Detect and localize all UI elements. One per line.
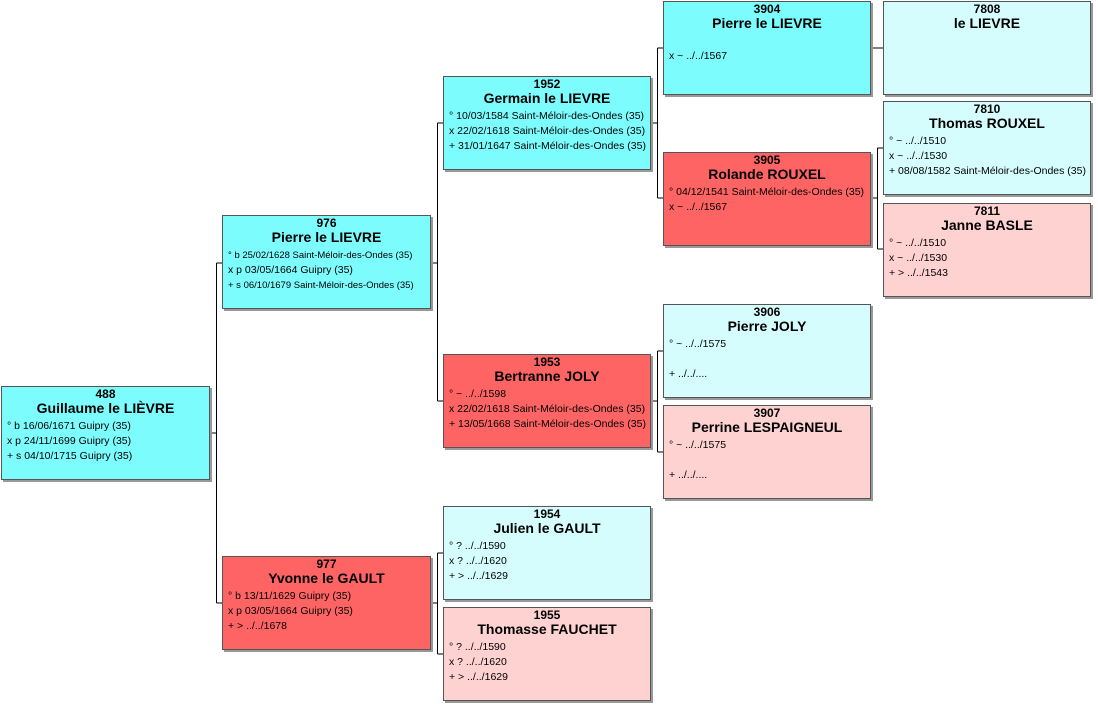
marriage-line [669,352,870,367]
marriage-line: x ~ ../../1567 [669,201,728,213]
sosa-number: 3904 [753,2,781,16]
marriage-line: x p 03/05/1664 Guipry (35) [228,264,353,276]
death-line: + > ../../1678 [228,620,287,632]
birth-line: ° ~ ../../1575 [669,338,727,350]
death-line: + ../../.... [669,469,708,481]
person-card-1954[interactable]: 1954 Julien le GAULT ° ? ../../1590 x ? … [443,506,651,600]
person-name: Bertranne JOLY [494,368,600,384]
marriage-line: x 22/02/1618 Saint-Méloir-des-Ondes (35) [449,125,646,137]
marriage-line: x ~ ../../1530 [889,252,948,264]
marriage-line: x p 24/11/1699 Guipry (35) [7,435,132,447]
person-card-1955[interactable]: 1955 Thomasse FAUCHET ° ? ../../1590 x ?… [443,607,651,701]
birth-line: ° 10/03/1584 Saint-Méloir-des-Ondes (35) [449,110,645,122]
person-card-1953[interactable]: 1953 Bertranne JOLY ° ~ ../../1598 x 22/… [443,354,651,448]
sosa-number: 977 [316,557,337,571]
connector-1952 [651,47,663,199]
birth-line: ° b 13/11/1629 Guipry (35) [228,590,352,602]
person-card-3906[interactable]: 3906 Pierre JOLY ° ~ ../../1575 + ../../… [663,304,871,398]
sosa-number: 1953 [533,355,561,369]
sosa-number: 976 [316,216,337,230]
death-line: + > ../../1629 [449,671,508,683]
birth-line: ° 04/12/1541 Saint-Méloir-des-Ondes (35) [669,186,865,198]
death-line: + 31/01/1647 Saint-Méloir-des-Ondes (35) [449,140,646,152]
connector-3905 [871,147,883,250]
person-name: Perrine LESPAIGNEUL [691,419,843,435]
sosa-number: 1954 [533,507,561,521]
marriage-line: x p 03/05/1664 Guipry (35) [228,605,353,617]
death-line: + s 04/10/1715 Guipry (35) [7,450,133,462]
sosa-number: 488 [95,387,116,401]
birth-line: ° ? ../../1590 [449,540,506,552]
death-line [669,215,870,230]
death-line: + > ../../1629 [449,570,508,582]
connector-1953 [651,350,663,453]
person-name: Yvonne le GAULT [268,570,385,586]
person-name: Julien le GAULT [493,520,601,536]
person-card-7808[interactable]: 7808 le LIEVRE [883,1,1091,95]
person-card-3904[interactable]: 3904 Pierre le LIEVRE x ~ ../../1567 [663,1,871,95]
person-name: Thomas ROUXEL [929,115,1045,131]
marriage-line: x ? ../../1620 [449,555,507,567]
marriage-line: x ? ../../1620 [449,656,507,668]
person-name: Guillaume le LIÈVRE [36,400,175,416]
person-card-1952[interactable]: 1952 Germain le LIEVRE ° 10/03/1584 Sain… [443,76,651,170]
birth-line: ° b 25/02/1628 Saint-Méloir-des-Ondes (3… [228,250,413,261]
sosa-number: 1955 [533,608,561,622]
marriage-line [669,453,870,468]
sosa-number: 7811 [973,204,1001,218]
birth-line: ° b 16/06/1671 Guipry (35) [7,420,131,432]
marriage-line: x ~ ../../1530 [889,150,948,162]
death-line [669,64,870,79]
person-card-977[interactable]: 977 Yvonne le GAULT ° b 13/11/1629 Guipr… [222,556,431,650]
connector-976 [431,122,443,402]
death-line: + > ../../1543 [889,267,948,279]
person-name: Pierre le LIEVRE [271,229,382,245]
connector-488 [210,262,222,604]
marriage-line: x ~ ../../1567 [669,50,728,62]
birth-line: ° ~ ../../1598 [449,388,507,400]
person-card-976[interactable]: 976 Pierre le LIEVRE ° b 25/02/1628 Sain… [222,215,431,309]
marriage-line: x 22/02/1618 Saint-Méloir-des-Ondes (35) [449,403,646,415]
birth-line: ° ? ../../1590 [449,641,506,653]
person-card-3907[interactable]: 3907 Perrine LESPAIGNEUL ° ~ ../../1575 … [663,405,871,499]
birth-line: ° ~ ../../1575 [669,439,727,451]
death-line: + ../../.... [669,368,708,380]
sosa-number: 7808 [973,2,1001,16]
person-card-3905[interactable]: 3905 Rolande ROUXEL ° 04/12/1541 Saint-M… [663,152,871,246]
death-line: + 13/05/1668 Saint-Méloir-des-Ondes (35) [449,418,646,430]
person-card-488[interactable]: 488 Guillaume le LIÈVRE ° b 16/06/1671 G… [1,386,210,480]
person-name: le LIEVRE [953,15,1021,31]
birth-line: ° ~ ../../1510 [889,237,947,249]
person-name: Janne BASLE [941,217,1033,233]
sosa-number: 3906 [753,305,781,319]
person-name: Pierre JOLY [727,318,807,334]
person-card-7811[interactable]: 7811 Janne BASLE ° ~ ../../1510 x ~ ../.… [883,203,1091,297]
sosa-number: 7810 [973,102,1001,116]
person-card-7810[interactable]: 7810 Thomas ROUXEL ° ~ ../../1510 x ~ ..… [883,101,1091,195]
birth-line: ° ~ ../../1510 [889,135,947,147]
death-line: + 08/08/1582 Saint-Méloir-des-Ondes (35) [889,165,1086,177]
connector-977 [431,552,443,655]
person-name: Rolande ROUXEL [708,166,826,182]
person-name: Thomasse FAUCHET [477,621,617,637]
death-line: + s 06/10/1679 Saint-Méloir-des-Ondes (3… [228,280,414,291]
sosa-number: 3907 [753,406,781,420]
sosa-number: 3905 [753,153,781,167]
person-name: Germain le LIEVRE [483,90,611,106]
sosa-number: 1952 [533,77,561,91]
person-name: Pierre le LIEVRE [712,15,822,31]
birth-line [669,34,870,49]
